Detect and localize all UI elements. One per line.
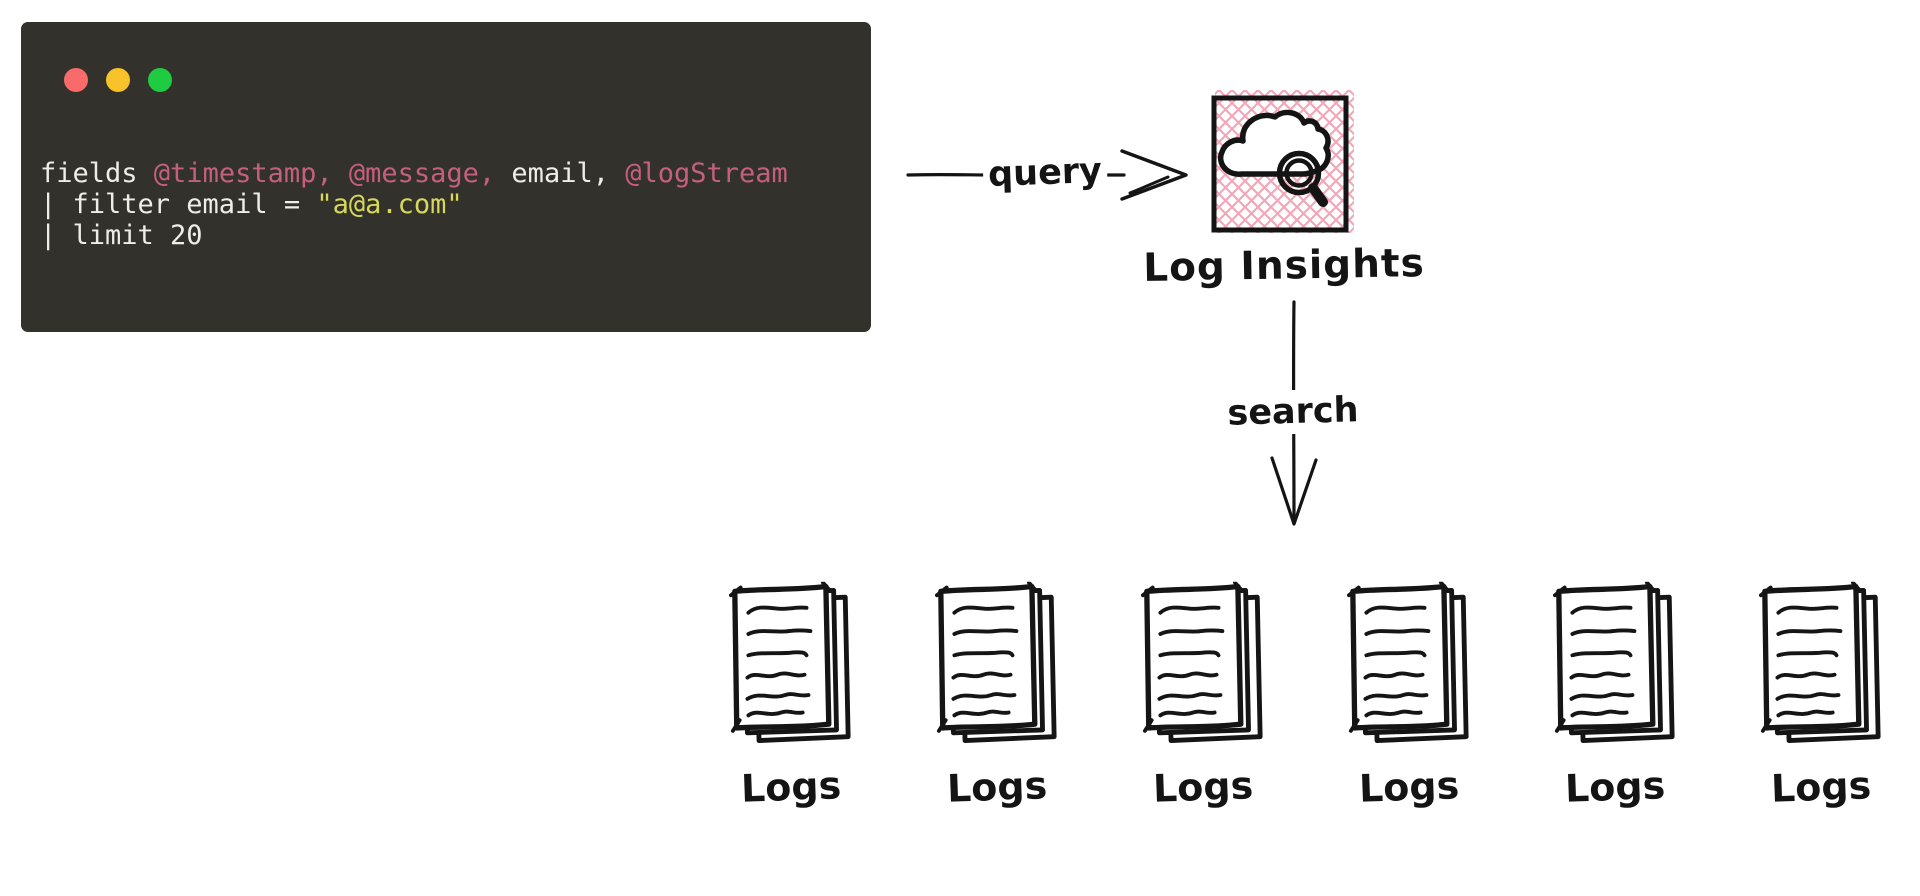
icon-border [1211,95,1349,233]
maximize-button-icon [148,68,172,92]
code-line-2: | filter email = "a@a.com" [40,189,788,220]
logs-documents-icon [1759,581,1883,749]
logs-documents-icon [729,581,853,749]
code-filter-clause: | filter email = [40,189,317,220]
log-groups-row: Logs Logs Logs Logs Logs Logs [729,581,1883,811]
close-button-icon [64,68,88,92]
log-insights-label: Log Insights [1142,241,1426,291]
minimize-button-icon [106,68,130,92]
code-limit-clause: | limit 20 [40,220,203,251]
logs-label: Logs [1564,763,1666,811]
code-keyword: fields [40,158,154,189]
logs-label: Logs [946,763,1048,811]
log-stack-2: Logs [935,581,1059,811]
log-stack-4: Logs [1347,581,1471,811]
logs-documents-icon [935,581,1059,749]
window-controls [64,68,172,92]
query-arrow-label: query [982,150,1108,196]
code-line-1: fields @timestamp, @message, email, @log… [40,158,788,189]
log-stack-6: Logs [1759,581,1883,811]
logs-label: Logs [1770,763,1872,811]
code-field-name: @logStream [625,158,788,189]
terminal-window: fields @timestamp, @message, email, @log… [21,22,871,332]
logs-documents-icon [1141,581,1265,749]
logs-label: Logs [1152,763,1254,811]
log-stack-3: Logs [1141,581,1265,811]
magnifier-icon [1276,150,1328,207]
code-field-names: @timestamp, @message, [153,158,496,189]
logs-documents-icon [1347,581,1471,749]
logs-label: Logs [740,763,842,811]
log-stack-1: Logs [729,581,853,811]
log-insights-icon [1211,90,1354,233]
code-string-literal: "a@a.com" [316,189,463,220]
log-stack-5: Logs [1553,581,1677,811]
logs-label: Logs [1358,763,1460,811]
logs-documents-icon [1553,581,1677,749]
search-arrow-label: search [1218,388,1368,436]
code-line-3: | limit 20 [40,220,788,251]
query-code-block: fields @timestamp, @message, email, @log… [40,158,788,251]
code-plain: email, [495,158,626,189]
